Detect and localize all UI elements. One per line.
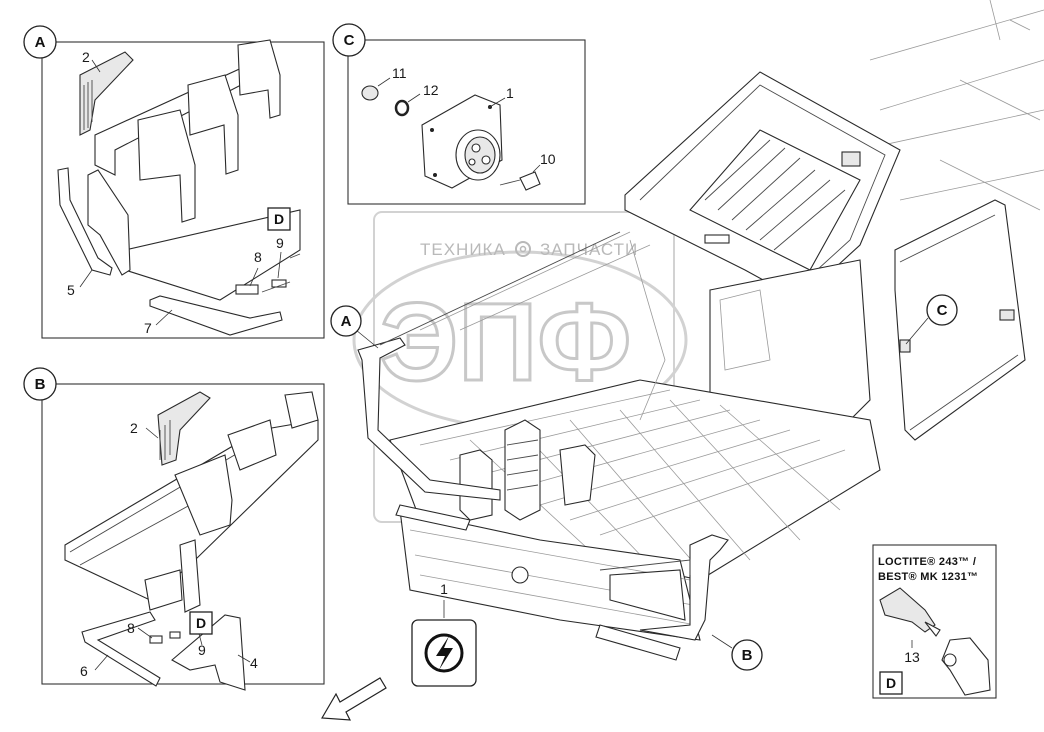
power-callout: 1 bbox=[411, 581, 477, 687]
watermark: ТЕХНИКА ЗАПЧАСТИ ЭПФ bbox=[352, 211, 688, 523]
loctite-line-2: BEST® MK 1231™ bbox=[878, 571, 978, 583]
detail-a-label-2: 2 bbox=[82, 49, 90, 65]
adhesive-bottle-icon bbox=[879, 587, 941, 637]
gear-icon bbox=[515, 241, 531, 257]
main-callout-b: B bbox=[711, 634, 763, 671]
direction-arrow-icon bbox=[320, 677, 387, 721]
detail-a-ref-box: D bbox=[267, 207, 291, 231]
main-callout-a: A bbox=[330, 305, 379, 349]
detail-b-label-9: 9 bbox=[198, 642, 206, 658]
detail-a-label-7: 7 bbox=[144, 320, 152, 336]
detail-b-label-2: 2 bbox=[130, 420, 138, 436]
detail-b-ref-box: D bbox=[189, 611, 213, 635]
detail-c-label-10: 10 bbox=[540, 151, 556, 167]
watermark-text-2: ЗАПЧАСТИ bbox=[540, 240, 638, 259]
detail-c: C 11 12 1 10 bbox=[332, 23, 586, 205]
detail-a-label-5: 5 bbox=[67, 282, 75, 298]
detail-a-frame bbox=[41, 41, 325, 339]
detail-b-callout: B bbox=[23, 367, 57, 401]
watermark-logo: ЭПФ bbox=[380, 281, 631, 404]
loctite-line-1: LOCTITE® 243™ / bbox=[878, 556, 976, 568]
detail-c-frame bbox=[347, 39, 586, 205]
detail-c-label-11: 11 bbox=[392, 65, 407, 81]
detail-b-frame bbox=[41, 383, 325, 685]
detail-a: A 2 5 7 8 9 D bbox=[23, 25, 325, 339]
svg-text:A: A bbox=[341, 313, 352, 330]
detail-a-label-9: 9 bbox=[276, 235, 284, 251]
main-callout-c: C bbox=[905, 294, 958, 345]
svg-text:D: D bbox=[274, 211, 284, 227]
main-assembly bbox=[357, 0, 1044, 661]
detail-c-callout: C bbox=[332, 23, 366, 57]
svg-text:C: C bbox=[344, 32, 355, 49]
loctite-callout: 13 bbox=[904, 649, 920, 665]
svg-text:C: C bbox=[937, 302, 948, 319]
detail-b: B 2 6 8 9 4 D bbox=[23, 367, 325, 691]
loctite-ref-box: D bbox=[886, 675, 896, 691]
svg-text:D: D bbox=[196, 615, 206, 631]
svg-text:A: A bbox=[35, 34, 46, 51]
detail-b-label-4: 4 bbox=[250, 655, 258, 671]
detail-a-label-8: 8 bbox=[254, 249, 262, 265]
loctite-box: LOCTITE® 243™ / BEST® MK 1231™ 13 D bbox=[872, 544, 997, 699]
detail-b-label-6: 6 bbox=[80, 663, 88, 679]
watermark-text-1: ТЕХНИКА bbox=[420, 240, 506, 259]
svg-text:B: B bbox=[35, 376, 46, 393]
svg-text:B: B bbox=[742, 647, 753, 664]
hand-icon bbox=[941, 637, 991, 696]
detail-b-label-8: 8 bbox=[127, 620, 135, 636]
svg-text:1: 1 bbox=[440, 581, 448, 597]
electrical-power-icon bbox=[424, 633, 464, 673]
detail-c-label-1: 1 bbox=[506, 85, 514, 101]
detail-c-label-12: 12 bbox=[423, 82, 439, 98]
detail-a-callout: A bbox=[23, 25, 57, 59]
